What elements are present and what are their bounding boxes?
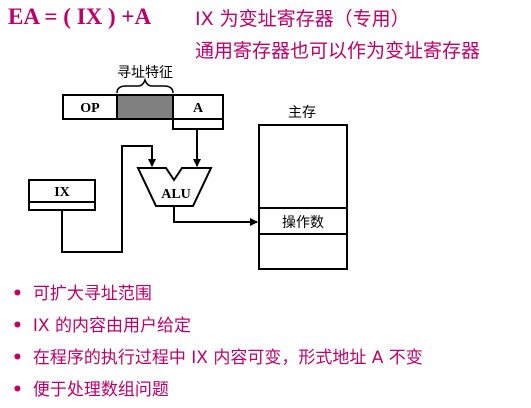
ix-register [28, 179, 96, 203]
addressing-feature-label: 寻址特征 [117, 65, 173, 81]
a-field-bracket [197, 119, 224, 130]
formula: EA = ( IX ) +A [8, 4, 152, 29]
feature-list: •可扩大寻址范围 •IX 的内容由用户给定 •在程序的执行过程中 IX 内容可变… [12, 280, 423, 408]
note-ix-register: IX 为变址寄存器（专用） [195, 8, 410, 30]
a-to-alu-line [172, 119, 201, 167]
ix-to-alu-line [28, 145, 156, 253]
a-field [172, 94, 224, 120]
list-item: •在程序的执行过程中 IX 内容可变，形式地址 A 不变 [12, 348, 423, 368]
list-item: •IX 的内容由用户给定 [12, 316, 191, 336]
operand-cell [258, 207, 348, 235]
addressing-feature-field [116, 94, 174, 120]
op-field [62, 94, 118, 120]
note-general-register: 通用寄存器也可以作为变址寄存器 [195, 40, 481, 62]
a-label: A [193, 101, 204, 116]
ix-bracket [62, 202, 96, 211]
list-item: •可扩大寻址范围 [12, 284, 152, 304]
operand-label: 操作数 [282, 215, 324, 231]
list-item: •便于处理数组问题 [12, 380, 169, 400]
main-memory-label: 主存 [288, 105, 316, 121]
main-memory [258, 124, 348, 270]
addressing-feature-brace [116, 77, 174, 94]
op-label: OP [80, 101, 100, 116]
indexed-addressing-diagram: 寻址特征 OP A IX ALU 主存 操作数 [28, 65, 348, 270]
alu-to-memory-line [173, 206, 258, 226]
alu-label: ALU [161, 187, 191, 202]
alu [136, 167, 213, 207]
instruction-register: OP A [62, 94, 224, 120]
ix-label: IX [54, 185, 70, 200]
